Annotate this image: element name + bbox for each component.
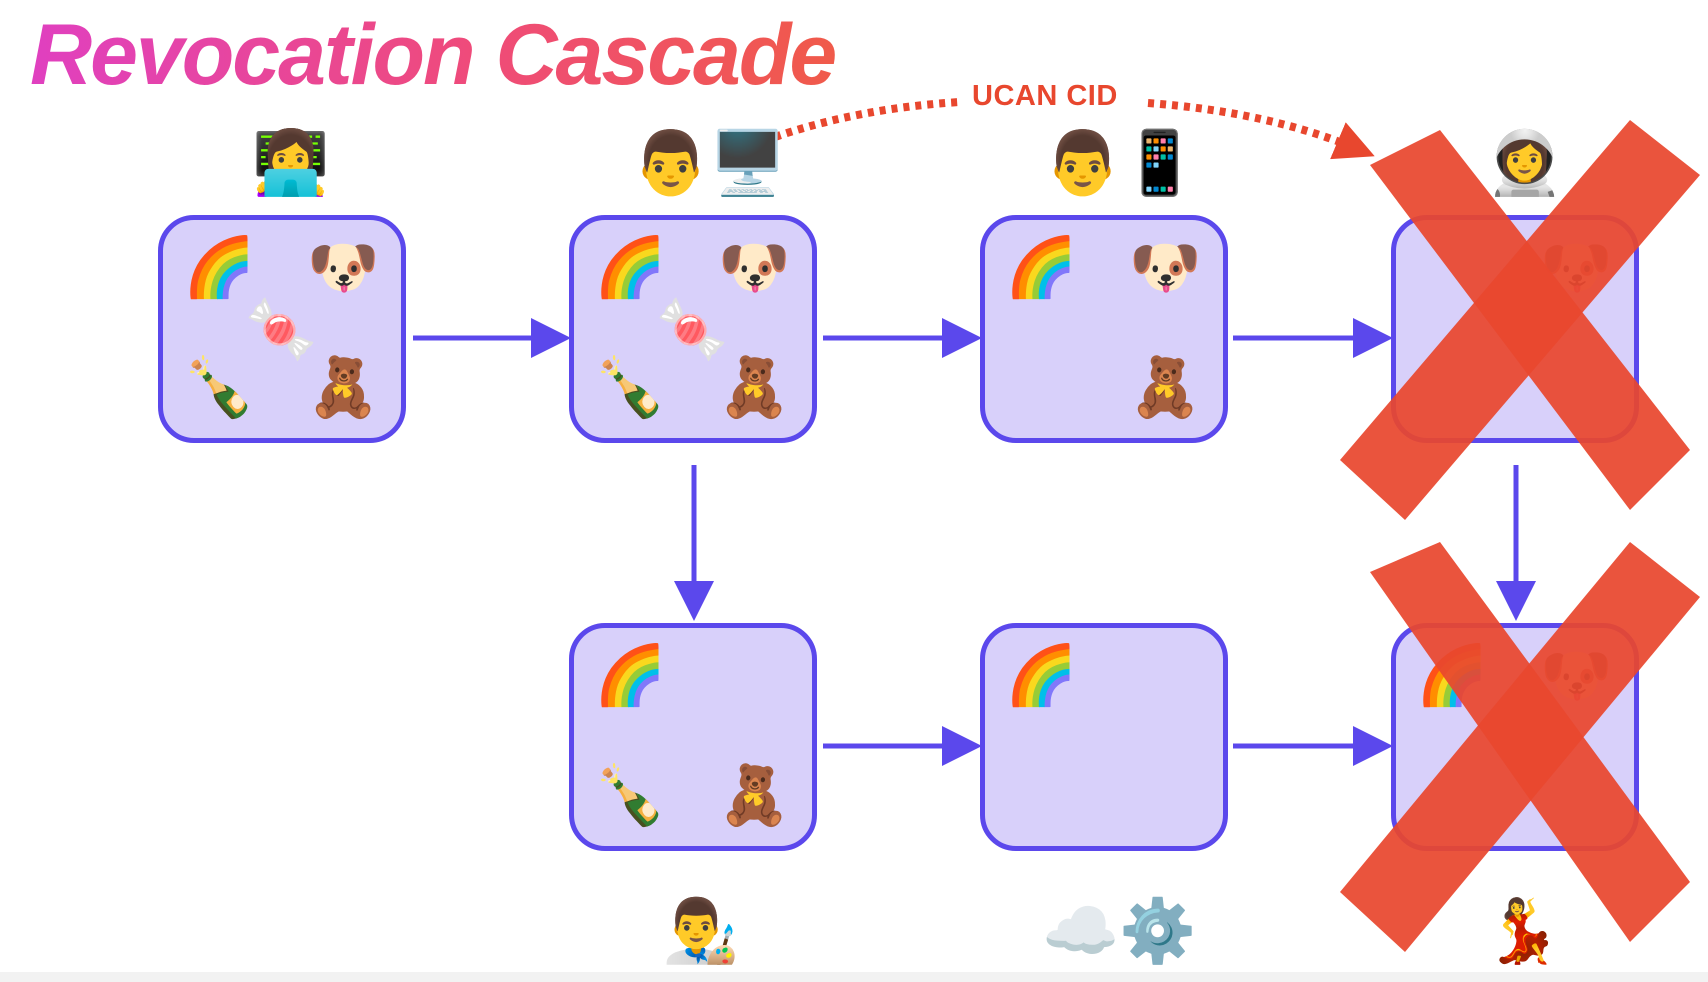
capability-node-top-2: 🌈 🐶 🍬 🍾 🧸 xyxy=(569,215,817,443)
rainbow-icon: 🌈 xyxy=(183,233,256,301)
actor-bottom-3: ☁️⚙️ xyxy=(1042,894,1197,967)
actor-bottom-2: 👨‍🎨 xyxy=(662,894,740,967)
teddy-bear-icon: 🧸 xyxy=(718,761,791,829)
capability-node-top-3: 🌈 🐶 🧸 xyxy=(980,215,1228,443)
teddy-bear-icon: 🧸 xyxy=(307,353,380,421)
rainbow-icon: 🌈 xyxy=(1005,641,1078,709)
teddy-bear-icon: 🧸 xyxy=(718,353,791,421)
capability-node-top-1: 🌈 🐶 🍬 🍾 🧸 xyxy=(158,215,406,443)
candy-icon: 🍬 xyxy=(656,295,729,363)
ucan-cid-label: UCAN CID xyxy=(972,80,1118,112)
champagne-icon: 🍾 xyxy=(183,353,256,421)
dog-icon: 🐶 xyxy=(1129,233,1202,301)
actor-top-2: 👨🖥️ xyxy=(632,126,787,199)
actor-top-1: 👩‍💻 xyxy=(252,126,330,199)
revoked-cross-icon-top xyxy=(1340,120,1700,520)
champagne-icon: 🍾 xyxy=(594,761,667,829)
dog-icon: 🐶 xyxy=(307,233,380,301)
teddy-bear-icon: 🧸 xyxy=(1129,353,1202,421)
actor-bottom-4: 💃 xyxy=(1484,894,1562,967)
candy-icon: 🍬 xyxy=(245,295,318,363)
ucan-cid-dotted-arrow-right xyxy=(1147,99,1375,160)
rainbow-icon: 🌈 xyxy=(1005,233,1078,301)
footer-divider xyxy=(0,972,1708,982)
page-title: Revocation Cascade xyxy=(30,7,837,103)
champagne-icon: 🍾 xyxy=(594,353,667,421)
ucan-cid-dotted-arrow-left xyxy=(773,98,961,141)
actor-top-4: 👩‍🚀 xyxy=(1486,126,1564,199)
rainbow-icon: 🌈 xyxy=(594,233,667,301)
dog-icon: 🐶 xyxy=(718,233,791,301)
actor-top-3: 👨📱 xyxy=(1044,126,1199,199)
capability-node-bottom-3: 🌈 xyxy=(980,623,1228,851)
rainbow-icon: 🌈 xyxy=(594,641,667,709)
revoked-cross-icon-bottom xyxy=(1340,542,1700,952)
capability-node-bottom-2: 🌈 🍾 🧸 xyxy=(569,623,817,851)
